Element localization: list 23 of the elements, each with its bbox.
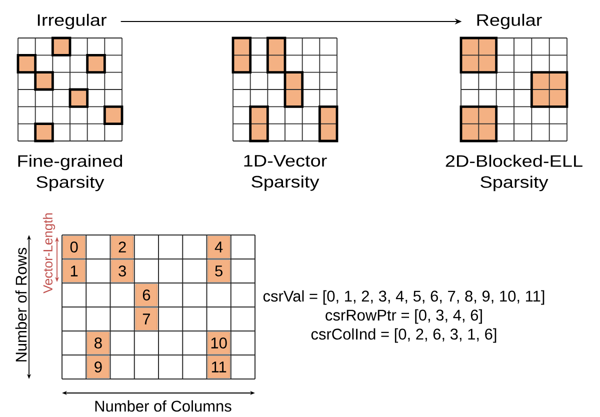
matrix-cell: 4 [208, 236, 230, 258]
matrix-cell: 7 [135, 308, 158, 330]
matrix-cell: 11 [208, 356, 230, 378]
matrix-cell: 2 [111, 236, 134, 258]
scale-label: Irregular [38, 14, 106, 30]
array-text: csrRowPtr = [0, 3, 4, 6] [326, 309, 482, 324]
matrix-cell: 0 [62, 236, 86, 258]
matrix-cell: 8 [87, 332, 110, 354]
dimension-label: Vector-Length [42, 213, 56, 294]
dimension-label: Number of Columns [95, 400, 232, 412]
array-text: csrColInd = [0, 2, 6, 3, 1, 6] [311, 328, 496, 343]
matrix-cell: 9 [87, 356, 110, 378]
scale-label: Regular [477, 14, 542, 30]
matrix-cell: 1 [62, 260, 86, 282]
matrix-cell: 3 [111, 260, 134, 282]
caption: 2D-Blocked-ELL Sparsity [446, 154, 582, 192]
matrix-cell: 5 [208, 260, 230, 282]
matrix-cell: 10 [208, 332, 230, 354]
dimension-label: Number of Rows [15, 248, 27, 362]
caption: 1D-Vector Sparsity [244, 155, 327, 191]
caption: Fine-grained Sparsity [18, 154, 122, 192]
matrix-cell: 6 [135, 284, 158, 306]
array-text: csrVal = [0, 1, 2, 3, 4, 5, 6, 7, 8, 9, 10, 11] [263, 290, 544, 305]
